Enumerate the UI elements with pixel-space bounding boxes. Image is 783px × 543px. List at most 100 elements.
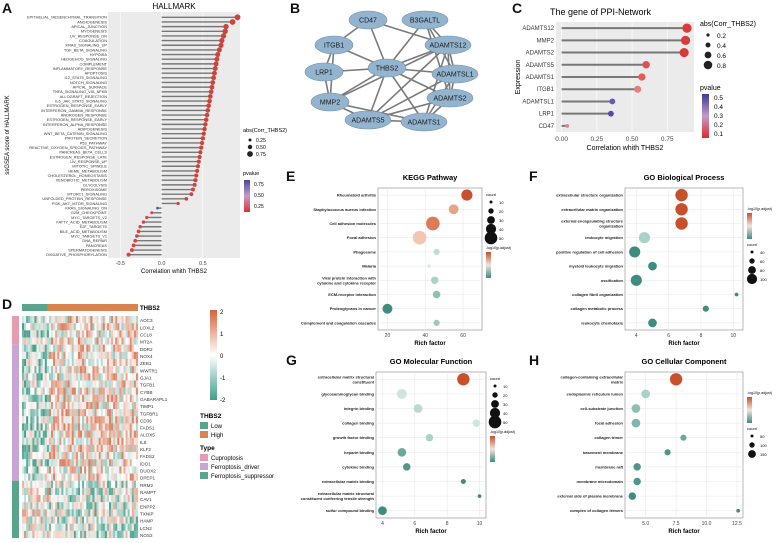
heatmap-cell [135, 466, 139, 474]
heatmap-cell [109, 387, 112, 395]
heatmap-cell [131, 502, 134, 510]
heatmap-cell [51, 473, 54, 481]
heatmap-cell [63, 380, 66, 388]
heatmap-cell [48, 516, 52, 524]
heatmap-cell [63, 487, 66, 496]
heatmap-cell [102, 330, 105, 338]
heatmap-cell [61, 409, 64, 417]
lollipop-dot [192, 182, 197, 187]
heatmap-cell [30, 373, 33, 381]
heatmap-cell [131, 380, 134, 388]
heatmap-cell [82, 380, 85, 388]
heatmap-cell [106, 358, 110, 367]
heatmap-cell [40, 530, 43, 539]
heatmap-cell [98, 394, 101, 403]
heatmap-cell [131, 509, 134, 517]
heatmap-cell [22, 344, 25, 352]
heatmap-cell [94, 430, 97, 438]
heatmap-cell [55, 459, 58, 467]
heatmap-cell [46, 394, 50, 403]
heatmap-cell [117, 344, 120, 352]
heatmap-cell [46, 502, 50, 510]
heatmap-cell [88, 423, 91, 431]
term-dot [675, 217, 688, 230]
heatmap-cell [109, 480, 112, 488]
heatmap-cell [53, 337, 56, 345]
heatmap-cell [71, 316, 74, 324]
heatmap-cell [28, 516, 31, 524]
lollipop-dot [222, 28, 228, 34]
heatmap-cell [127, 323, 130, 331]
heatmap-cell [36, 316, 39, 324]
heatmap-cell [30, 452, 33, 460]
heatmap-cell [96, 423, 99, 431]
heatmap-cell [92, 466, 95, 474]
heatmap-cell [86, 444, 89, 453]
heatmap-cell [75, 466, 79, 474]
heatmap-cell [44, 358, 47, 367]
term-dot [477, 494, 482, 498]
pathway-label: COMPLEMENT [80, 61, 108, 66]
heatmap-cell [32, 516, 35, 524]
heatmap-cell [77, 466, 81, 474]
heatmap-cell [22, 487, 25, 496]
heatmap-cell [82, 351, 85, 360]
heatmap-cell [86, 330, 89, 338]
heatmap-cell [57, 323, 60, 331]
heatmap-cell [22, 351, 25, 360]
heatmap-cell [111, 401, 114, 410]
heatmap-cell [36, 416, 39, 424]
heatmap-cell [28, 495, 31, 503]
heatmap-cell [48, 444, 52, 453]
heatmap-cell [55, 509, 58, 517]
heatmap-cell [65, 337, 68, 345]
heatmap-cell [71, 380, 74, 388]
heatmap-cell [94, 487, 97, 496]
heatmap-cell [57, 330, 60, 338]
heatmap-cell [90, 459, 93, 467]
term-label: growth factor binding [333, 435, 375, 440]
heatmap-cell [117, 452, 120, 460]
term-dot [457, 373, 470, 386]
heatmap-cell [111, 473, 114, 481]
heatmap-cell [133, 523, 137, 531]
heatmap-cell [24, 480, 27, 488]
heatmap-cell [75, 330, 79, 338]
heatmap-cell [34, 401, 37, 410]
heatmap-cell [109, 444, 112, 453]
heatmap-cell [55, 351, 58, 360]
heatmap-cell [42, 473, 45, 481]
heatmap-cell [44, 380, 47, 388]
heatmap-cell [88, 358, 91, 367]
heatmap-cell [53, 416, 56, 424]
gene-row-label: FADS2 [140, 454, 155, 459]
heatmap-cell [38, 358, 41, 367]
heatmap-cell [82, 401, 85, 410]
gene-row-label: FADS1 [140, 426, 155, 431]
heatmap-cell [84, 337, 87, 345]
heatmap-cell [104, 358, 108, 367]
gene-row-label: ZEB1 [140, 361, 152, 366]
heatmap-cell [36, 473, 39, 481]
heatmap-cell [32, 437, 35, 446]
heatmap-cell [86, 516, 89, 524]
plot-frame [377, 187, 483, 331]
heatmap-cell [135, 387, 139, 395]
heatmap-cell [98, 330, 101, 338]
heatmap-cell [63, 437, 66, 446]
heatmap-cell [135, 358, 139, 367]
heatmap-cell [94, 358, 97, 367]
heatmap-cell [22, 437, 25, 446]
heatmap-cell [34, 380, 37, 388]
heatmap-cell [34, 330, 37, 338]
heatmap-cell [65, 344, 68, 352]
heatmap-cell [88, 509, 91, 517]
heatmap-cell [40, 459, 43, 467]
gene-label: LRP1 [539, 112, 555, 118]
heatmap-cell [69, 423, 72, 431]
heatmap-cell [28, 330, 31, 338]
heatmap-cell [106, 394, 110, 403]
